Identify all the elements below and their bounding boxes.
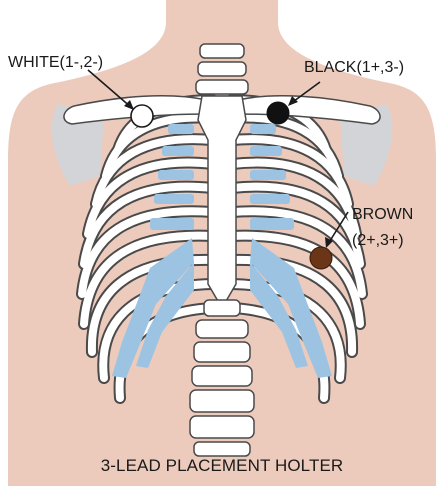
brown-electrode [310, 247, 332, 269]
black-electrode [267, 102, 289, 124]
brown-electrode-label: BROWN [352, 205, 413, 224]
white-electrode-label: WHITE(1-,2-) [8, 53, 103, 72]
brown-electrode-leads: (2+,3+) [352, 231, 404, 250]
diagram-caption: 3-LEAD PLACEMENT HOLTER [0, 456, 444, 476]
white-electrode [131, 105, 153, 127]
black-electrode-label: BLACK(1+,3-) [304, 58, 404, 77]
